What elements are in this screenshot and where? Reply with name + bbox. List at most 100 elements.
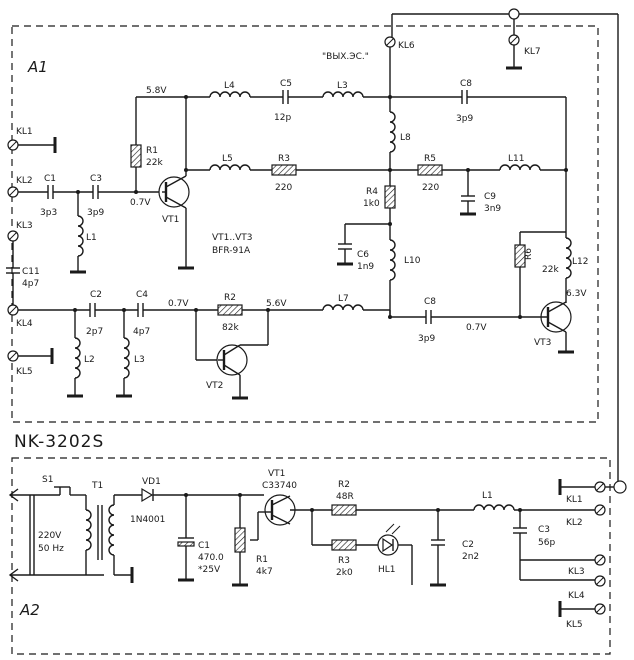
capacitor-c2: C2 2p7	[86, 290, 103, 337]
svg-text:C4: C4	[136, 290, 148, 300]
inductor-l4: L4	[209, 81, 251, 98]
svg-text:R2: R2	[338, 480, 350, 490]
capacitor-c2-psu: C2 2n2	[430, 510, 479, 587]
capacitor-c3: C3 3p9	[87, 174, 104, 218]
svg-text:C5: C5	[280, 79, 292, 89]
terminal-a2-kl4: KL4	[568, 575, 606, 601]
svg-text:R3: R3	[278, 154, 290, 164]
transistor-note: VT1..VT3	[212, 233, 252, 243]
potentiometer-r1: R1 4k7	[232, 495, 273, 587]
svg-text:R5: R5	[424, 154, 436, 164]
svg-text:C1: C1	[44, 174, 56, 184]
svg-text:C3: C3	[538, 525, 550, 535]
terminal-kl1: KL1	[7, 127, 57, 153]
svg-text:C6: C6	[357, 250, 369, 260]
svg-text:L5: L5	[222, 154, 233, 164]
svg-text:R6: R6	[524, 248, 534, 260]
svg-text:*25V: *25V	[198, 565, 221, 575]
svg-text:C3: C3	[90, 174, 102, 184]
svg-text:L3: L3	[134, 355, 145, 365]
svg-text:L1: L1	[482, 491, 493, 501]
svg-text:48R: 48R	[336, 492, 354, 502]
svg-text:L1: L1	[86, 233, 97, 243]
svg-text:L8: L8	[400, 133, 411, 143]
inductor-l1: L1	[70, 192, 97, 274]
svg-text:4p7: 4p7	[22, 279, 39, 289]
svg-text:S1: S1	[42, 475, 53, 485]
inductor-l3-top: L3	[322, 81, 364, 98]
svg-text:50 Hz: 50 Hz	[38, 544, 64, 554]
transformer-t1: T1	[85, 481, 134, 583]
svg-text:R1: R1	[256, 555, 268, 565]
capacitor-c1: C1 3p3	[40, 174, 57, 218]
voltage-5-6v: 5.6V	[266, 299, 287, 309]
capacitor-c8-top: C8 3p9	[456, 79, 473, 124]
terminal-a2-kl3: KL3	[568, 554, 606, 577]
svg-text:KL7: KL7	[524, 47, 541, 57]
a1-frame	[11, 25, 599, 423]
output-note: "ВЫХ.ЭС."	[322, 52, 369, 62]
voltage-6-3v: 6.3V	[566, 289, 587, 299]
inductor-l8: L8	[389, 111, 411, 153]
svg-text:1N4001: 1N4001	[130, 515, 165, 525]
svg-text:R1: R1	[146, 146, 158, 156]
capacitor-c5: C5 12p	[274, 79, 292, 123]
terminal-kl3: KL3	[7, 221, 33, 242]
svg-text:VT1: VT1	[162, 215, 179, 225]
terminal-kl7: KL7	[506, 19, 541, 70]
svg-text:C8: C8	[460, 79, 472, 89]
svg-text:3p9: 3p9	[418, 334, 435, 344]
inductor-l1-psu: L1	[473, 491, 515, 511]
terminal-a2-kl2: KL2	[566, 504, 606, 528]
svg-text:KL2: KL2	[566, 518, 583, 528]
diode-vd1: VD1 1N4001	[130, 477, 165, 525]
capacitor-c3-psu: C3 56p	[513, 510, 555, 580]
resistor-r4: R4 1k0	[363, 185, 396, 209]
transistor-type-note: BFR-91A	[212, 246, 251, 256]
terminal-a2-kl5: KL5	[558, 601, 606, 630]
svg-text:KL1: KL1	[16, 127, 33, 137]
voltage-0-7v-vt1: 0.7V	[130, 198, 151, 208]
svg-text:KL5: KL5	[16, 367, 33, 377]
inductor-l7: L7	[322, 294, 364, 311]
svg-text:2p7: 2p7	[86, 327, 103, 337]
inductor-l2: L2	[67, 310, 95, 398]
resistor-r1: R1 22k	[130, 97, 163, 192]
svg-text:KL5: KL5	[566, 620, 583, 630]
a2-frame	[11, 457, 611, 655]
voltage-0-7v-vt3: 0.7V	[466, 323, 487, 333]
svg-text:56p: 56p	[538, 538, 555, 548]
svg-text:3p9: 3p9	[456, 114, 473, 124]
svg-text:220: 220	[275, 183, 292, 193]
svg-text:3p9: 3p9	[87, 208, 104, 218]
terminal-kl5: KL5	[7, 348, 54, 377]
svg-text:L7: L7	[338, 294, 349, 304]
svg-text:1k0: 1k0	[363, 199, 380, 209]
svg-text:C33740: C33740	[262, 481, 297, 491]
capacitor-c11: C11 4p7	[6, 241, 40, 305]
a2-output-jack	[605, 480, 627, 494]
inductor-l5: L5	[209, 154, 251, 171]
svg-text:C11: C11	[22, 267, 40, 277]
switch-s1: S1	[42, 475, 86, 496]
svg-text:VT1: VT1	[268, 469, 285, 479]
resistor-r2: R2 82k	[217, 293, 243, 333]
svg-text:C2: C2	[462, 540, 474, 550]
transistor-vt1: VT1	[158, 175, 190, 225]
transistor-vt2: VT2	[206, 344, 248, 391]
resistor-r5: R5 220	[417, 154, 443, 193]
svg-text:R2: R2	[224, 293, 236, 303]
voltage-5-8v: 5.8V	[146, 86, 167, 96]
svg-text:C9: C9	[484, 192, 496, 202]
capacitor-c8-bottom: C8 3p9	[418, 297, 436, 344]
capacitor-c9: C9 3n9	[460, 170, 501, 216]
a1-label: A1	[27, 58, 48, 76]
transistor-vt1-psu: VT1 C33740	[258, 469, 297, 526]
resistor-r3: R3 220	[271, 154, 297, 193]
svg-text:22k: 22k	[542, 265, 559, 275]
svg-text:L4: L4	[224, 81, 235, 91]
svg-text:L3: L3	[337, 81, 348, 91]
svg-text:R4: R4	[366, 187, 378, 197]
terminal-kl2: KL2	[7, 176, 33, 198]
